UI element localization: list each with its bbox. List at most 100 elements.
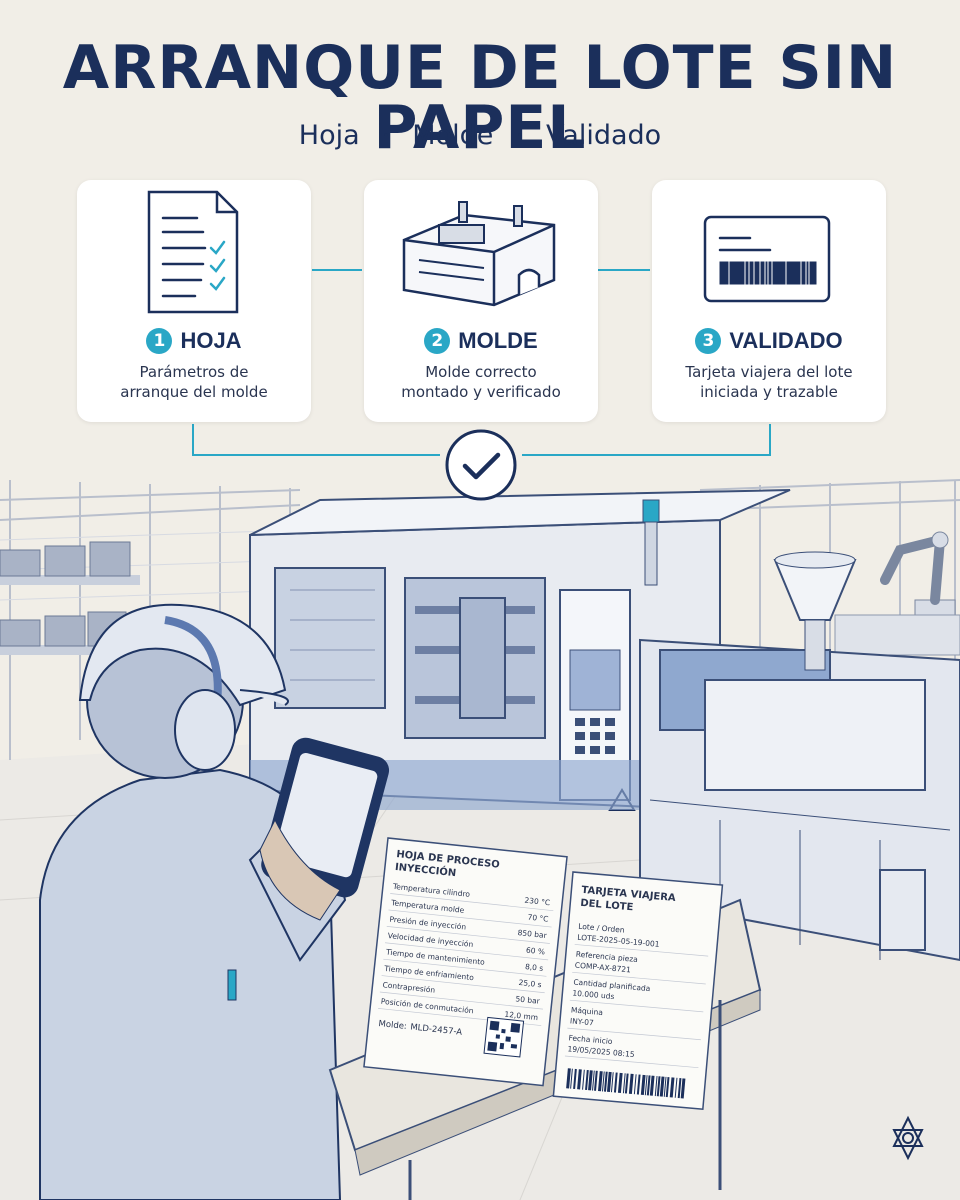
barcode-bar	[622, 1073, 626, 1094]
barcode-bar	[745, 261, 749, 285]
barcode-bar	[636, 1074, 641, 1095]
table-row-divider	[381, 975, 545, 994]
process-param-label: Posición de conmutación	[380, 997, 474, 1016]
batch-field-value: INY-07	[570, 1016, 595, 1027]
barcode-bar	[776, 261, 779, 285]
process-param-value: 60 %	[526, 946, 546, 957]
barcode-bar	[765, 261, 768, 285]
barcode-bar	[598, 1071, 603, 1092]
barcode-bar	[628, 1073, 634, 1094]
brand-logo-icon	[892, 1115, 924, 1161]
table-row-divider	[384, 942, 549, 961]
parts-shelf	[0, 541, 140, 655]
process-param-value: 8,0 s	[525, 962, 544, 973]
barcode-bar	[742, 261, 745, 285]
worker	[39, 603, 390, 1200]
barcode-bar	[577, 1069, 582, 1090]
table-row-divider	[574, 944, 709, 957]
barcode-bar	[656, 1076, 661, 1097]
barcode-bar	[729, 261, 734, 285]
barcode-bar	[665, 1077, 670, 1098]
table-row-divider	[564, 1055, 699, 1069]
barcode-bar	[573, 1068, 577, 1090]
checklist-document-icon	[147, 190, 239, 314]
step-description-line: Parámetros de	[139, 363, 249, 381]
process-param-value: 230 °C	[524, 896, 550, 908]
barcode-bar	[760, 261, 765, 285]
barcode-bar	[646, 1075, 651, 1096]
process-param-value: 70 °C	[527, 913, 549, 924]
table-row-divider	[569, 999, 704, 1013]
batch-field-value: 10.000 uds	[572, 988, 615, 1001]
table-row-divider	[383, 958, 547, 977]
barcode-bar	[754, 261, 757, 285]
table-row-divider	[567, 1027, 701, 1041]
page-subtitle: Hoja·Molde·Validado	[0, 120, 960, 151]
process-param-label: Velocidad de inyección	[387, 931, 474, 949]
barcode-bar	[723, 261, 726, 285]
barcode-bar	[749, 261, 754, 285]
barcode-bar	[735, 261, 739, 285]
barcode-bar	[786, 261, 789, 285]
step-name: VALIDADO	[729, 328, 843, 353]
batch-card-title: DEL LOTE	[580, 898, 634, 914]
barcode-bar	[644, 1075, 648, 1096]
barcode-bar	[566, 1068, 571, 1089]
mold-label: Molde:	[378, 1019, 407, 1032]
table-row-divider	[379, 991, 543, 1010]
subtitle-item-hoja: Hoja	[298, 120, 360, 151]
table-row-divider	[386, 926, 550, 944]
barcode-bar	[809, 261, 813, 285]
barcode-bar	[725, 261, 729, 285]
barcode-bar	[624, 1073, 629, 1094]
validated-check-icon	[445, 429, 517, 501]
qr-code-icon	[483, 1016, 525, 1058]
barcode-bar	[781, 261, 786, 285]
barcode-bar	[588, 1070, 593, 1091]
barcode-bar	[791, 261, 796, 285]
barcode-bar	[594, 1070, 598, 1091]
step-description-line: montado y verificado	[401, 383, 561, 401]
barcode-bar	[778, 261, 782, 285]
step-description-line: Tarjeta viajera del lote	[685, 363, 853, 381]
subtitle-separator: ·	[515, 120, 524, 151]
barcode-bar	[674, 1077, 678, 1098]
batch-field-value: LOTE-2025-05-19-001	[577, 933, 660, 949]
process-param-label: Tiempo de mantenimiento	[385, 947, 486, 966]
barcode-bar	[768, 261, 772, 285]
barcode-bar	[772, 261, 777, 285]
barcode-bar	[617, 1072, 623, 1094]
step-name: MOLDE	[458, 328, 538, 353]
barcode-bar	[570, 1068, 573, 1089]
process-param-value: 50 bar	[515, 994, 541, 1006]
barcode-bar	[633, 1074, 637, 1095]
process-param-label: Contrapresión	[382, 980, 436, 994]
subtitle-item-molde: Molde	[412, 120, 494, 151]
barcode-bar	[669, 1077, 675, 1098]
barcode-bar	[733, 261, 736, 285]
barcode-bar	[659, 1076, 665, 1097]
ear-protection	[174, 689, 236, 771]
barcode-bar	[738, 261, 743, 285]
barcode-bar	[812, 261, 817, 285]
barcode-bar	[756, 261, 760, 285]
process-param-value: 850 bar	[517, 928, 548, 940]
batch-barcode-icon	[566, 1068, 686, 1099]
table-row-divider	[572, 971, 706, 985]
process-param-value: 12,0 mm	[504, 1010, 538, 1022]
barcode-bar	[677, 1078, 682, 1099]
barcode-bar	[795, 261, 798, 285]
table-row-divider	[388, 909, 552, 928]
barcode-bar	[663, 1076, 667, 1097]
step-number: 2	[424, 328, 451, 354]
barcode-bar	[654, 1076, 658, 1097]
barcode-bar	[640, 1074, 646, 1096]
step-description-line: arranque del molde	[120, 383, 268, 401]
